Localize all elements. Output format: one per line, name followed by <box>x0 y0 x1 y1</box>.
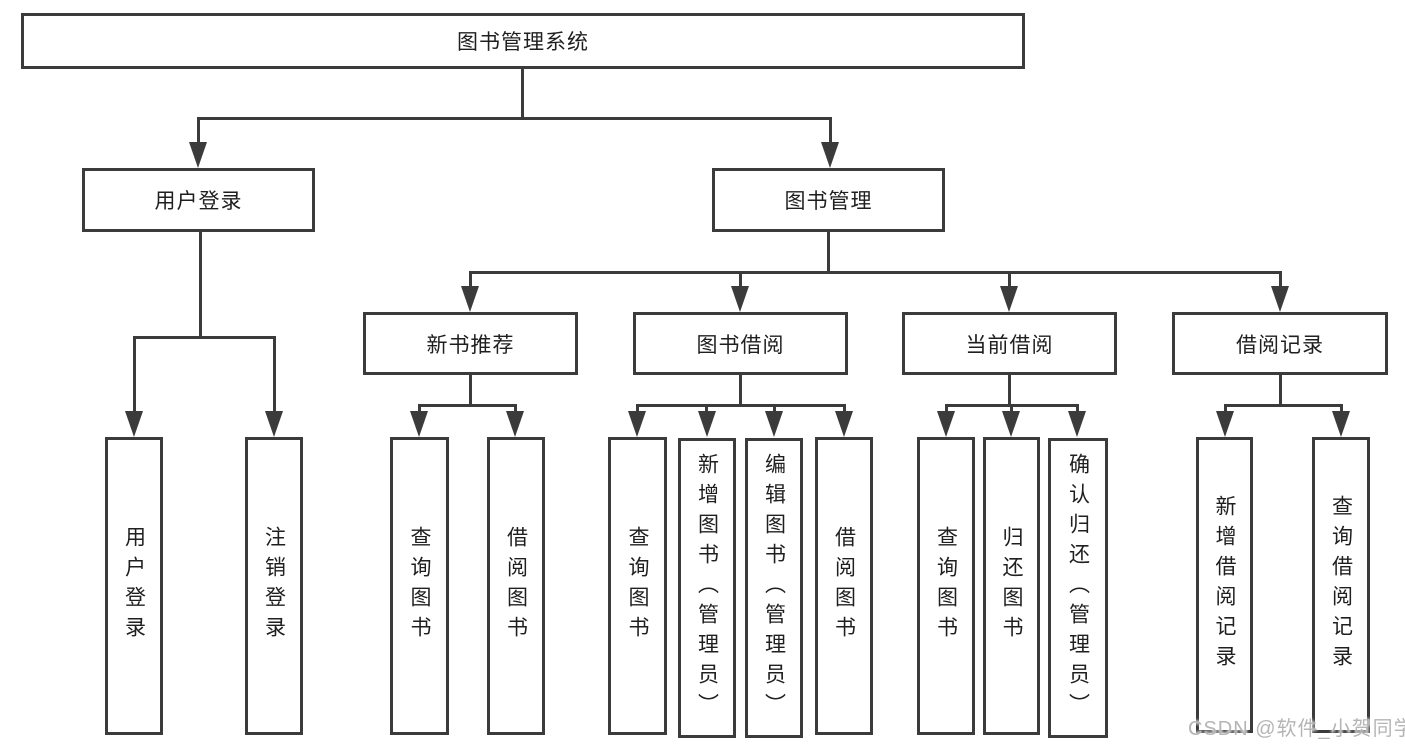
arrowhead-book-borrow-4 <box>835 411 853 437</box>
arrowhead-book-borrow-3 <box>765 411 783 437</box>
node-root-label: 图书管理系统 <box>457 31 589 54</box>
connector-current-borrow-drop-2 <box>1010 404 1013 414</box>
arrowhead-new-book-1 <box>410 411 428 437</box>
connector-user-login-drop-2 <box>273 336 276 414</box>
leaf-borrow-query-books: 查询图书 <box>608 437 667 735</box>
leaf-return-books: 归还图书 <box>983 437 1040 735</box>
arrowhead-book-borrow-1 <box>628 411 646 437</box>
connector-level2-drop-left <box>197 117 200 147</box>
arrowhead-borrow-records-2 <box>1332 411 1350 437</box>
connector-user-login-split <box>133 336 276 339</box>
node-new-book-recommend: 新书推荐 <box>363 312 578 375</box>
arrowhead-user-login-2 <box>265 411 283 437</box>
connector-book-borrow-stem <box>739 372 742 407</box>
leaf-current-query-books-label: 查询图书 <box>934 526 958 646</box>
arrowhead-borrow-records-1 <box>1216 411 1234 437</box>
leaf-newbook-query-books: 查询图书 <box>390 437 449 735</box>
node-user-login-label: 用户登录 <box>154 190 243 213</box>
connector-level3-drop-3 <box>1008 271 1011 289</box>
node-current-borrow: 当前借阅 <box>902 312 1117 375</box>
connector-current-borrow-drop-3 <box>1076 404 1079 414</box>
connector-book-borrow-drop-2 <box>705 404 708 414</box>
leaf-add-borrow-record-label: 新增借阅记录 <box>1213 495 1236 675</box>
connector-level2-split <box>197 117 831 120</box>
connector-new-book-stem <box>469 372 472 407</box>
connector-level3-split <box>469 271 1282 274</box>
connector-borrow-records-stem <box>1279 372 1282 407</box>
leaf-return-books-label: 归还图书 <box>1000 526 1023 646</box>
arrowhead-level2-right <box>821 142 839 168</box>
leaf-add-books-admin-label: 新增图书（管理员） <box>695 453 719 723</box>
leaf-user-login-label: 用户登录 <box>122 526 146 646</box>
connector-borrow-records-drop-2 <box>1340 404 1343 414</box>
connector-level3-drop-2 <box>739 271 742 289</box>
connector-user-login-stem <box>199 229 202 339</box>
leaf-current-query-books: 查询图书 <box>917 437 975 735</box>
arrowhead-current-borrow-1 <box>937 411 955 437</box>
connector-book-borrow-drop-3 <box>773 404 776 414</box>
arrowhead-user-login-1 <box>125 411 143 437</box>
connector-new-book-drop-2 <box>514 404 517 414</box>
leaf-confirm-return-admin-label: 确认归还（管理员） <box>1066 453 1090 723</box>
connector-book-borrow-drop-1 <box>636 404 639 414</box>
connector-book-borrow-split <box>636 404 846 407</box>
arrowhead-current-borrow-2 <box>1002 411 1020 437</box>
leaf-borrow-query-books-label: 查询图书 <box>626 526 649 646</box>
node-book-borrow: 图书借阅 <box>633 312 848 375</box>
csdn-watermark: CSDN @软件_小贺同学 <box>1188 718 1405 740</box>
arrowhead-level3-2 <box>731 286 749 312</box>
node-borrow-records: 借阅记录 <box>1172 312 1388 375</box>
leaf-confirm-return-admin: 确认归还（管理员） <box>1048 438 1108 738</box>
connector-current-borrow-drop-1 <box>945 404 948 414</box>
connector-borrow-records-drop-1 <box>1224 404 1227 414</box>
connector-book-borrow-drop-4 <box>843 404 846 414</box>
arrowhead-level2-left <box>189 142 207 168</box>
leaf-newbook-query-books-label: 查询图书 <box>408 526 431 646</box>
connector-borrow-records-split <box>1224 404 1343 407</box>
connector-level3-drop-4 <box>1279 271 1282 289</box>
node-book-management-label: 图书管理 <box>784 190 873 213</box>
arrowhead-book-borrow-2 <box>698 411 716 437</box>
leaf-logout-label: 注销登录 <box>262 526 286 646</box>
node-root: 图书管理系统 <box>21 13 1025 69</box>
arrowhead-level3-1 <box>461 286 479 312</box>
leaf-newbook-borrow-books: 借阅图书 <box>487 437 545 735</box>
connector-root-stem <box>521 66 524 119</box>
leaf-borrow-borrow-books: 借阅图书 <box>815 437 873 735</box>
arrowhead-new-book-2 <box>506 411 524 437</box>
leaf-newbook-borrow-books-label: 借阅图书 <box>504 526 528 646</box>
leaf-borrow-borrow-books-label: 借阅图书 <box>832 526 856 646</box>
leaf-add-borrow-record: 新增借阅记录 <box>1196 437 1253 733</box>
arrowhead-level3-3 <box>1000 286 1018 312</box>
node-user-login: 用户登录 <box>82 168 315 232</box>
node-book-management: 图书管理 <box>712 168 945 232</box>
leaf-logout: 注销登录 <box>245 437 303 735</box>
leaf-edit-books-admin-label: 编辑图书（管理员） <box>762 453 786 723</box>
node-new-book-recommend-label: 新书推荐 <box>426 333 515 357</box>
leaf-query-borrow-record-label: 查询借阅记录 <box>1329 495 1353 675</box>
arrowhead-level3-4 <box>1271 286 1289 312</box>
node-current-borrow-label: 当前借阅 <box>965 333 1054 357</box>
connector-level3-drop-1 <box>469 271 472 289</box>
leaf-user-login: 用户登录 <box>105 437 163 735</box>
leaf-add-books-admin: 新增图书（管理员） <box>678 438 736 738</box>
connector-book-management-stem <box>827 229 830 273</box>
connector-new-book-drop-1 <box>418 404 421 414</box>
connector-current-borrow-stem <box>1008 372 1011 407</box>
node-book-borrow-label: 图书借阅 <box>696 333 785 357</box>
leaf-query-borrow-record: 查询借阅记录 <box>1312 437 1370 733</box>
node-borrow-records-label: 借阅记录 <box>1236 333 1324 357</box>
connector-level2-drop-right <box>829 117 832 147</box>
arrowhead-current-borrow-3 <box>1068 411 1086 437</box>
connector-user-login-drop-1 <box>133 336 136 414</box>
connector-new-book-split <box>418 404 517 407</box>
leaf-edit-books-admin: 编辑图书（管理员） <box>745 438 803 738</box>
